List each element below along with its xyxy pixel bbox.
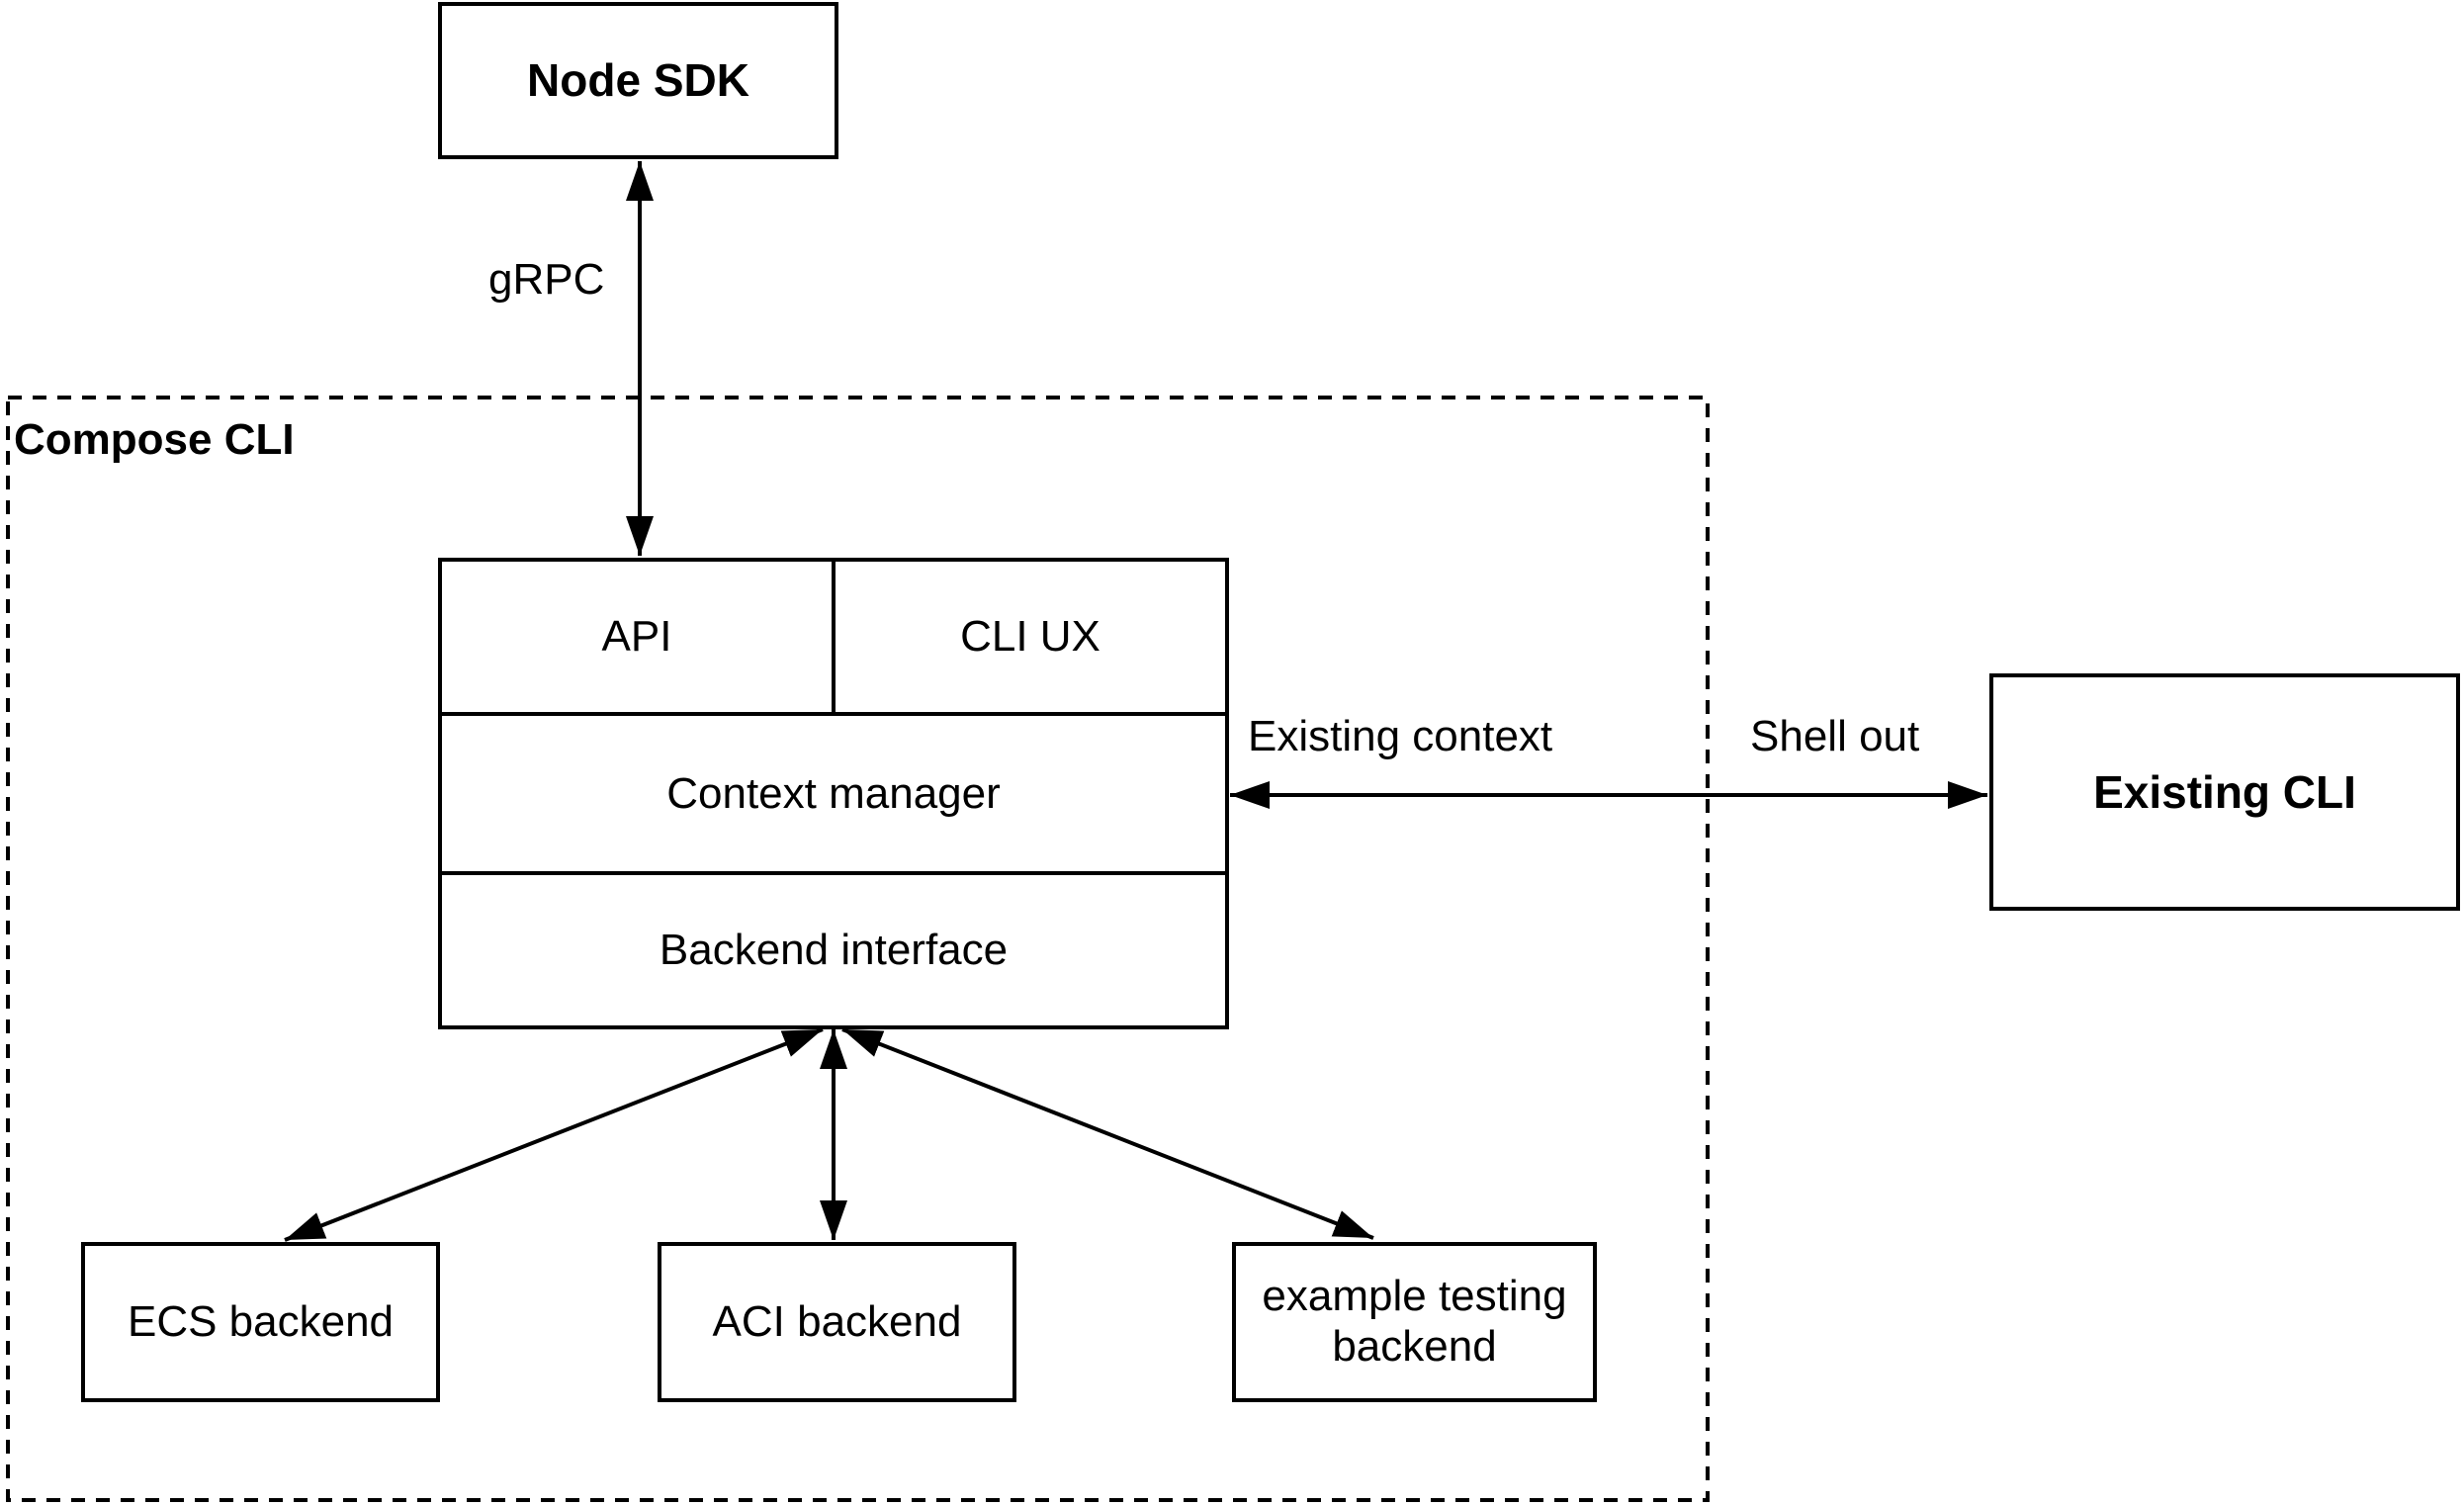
existing-cli-box: Existing CLI bbox=[1989, 673, 2460, 911]
context-manager-box: Context manager bbox=[442, 716, 1225, 875]
compose-cli-boundary bbox=[6, 396, 1710, 1502]
example-testing-connector bbox=[841, 1027, 1374, 1240]
example-testing-backend-label: example testing backend bbox=[1262, 1272, 1567, 1371]
shell-out-edge-label: Shell out bbox=[1750, 712, 1920, 760]
api-cliux-row: API CLI UX bbox=[442, 562, 1225, 716]
backend-interface-label: Backend interface bbox=[659, 926, 1009, 974]
api-label: API bbox=[601, 612, 672, 661]
ecs-backend-box: ECS backend bbox=[81, 1242, 440, 1402]
example-testing-backend-box: example testing backend bbox=[1232, 1242, 1597, 1402]
node-sdk-label: Node SDK bbox=[527, 54, 749, 107]
ecs-backend-label: ECS backend bbox=[127, 1296, 395, 1346]
aci-backend-box: ACI backend bbox=[658, 1242, 1016, 1402]
node-sdk-box: Node SDK bbox=[438, 2, 838, 159]
grpc-edge-label: gRPC bbox=[488, 255, 605, 304]
existing-context-edge-label: Existing context bbox=[1248, 712, 1553, 760]
cli-ux-label: CLI UX bbox=[960, 612, 1100, 661]
cli-ux-box: CLI UX bbox=[836, 562, 1225, 712]
api-box: API bbox=[442, 562, 836, 712]
compose-cli-group-label: Compose CLI bbox=[14, 415, 295, 464]
compose-core-stack: API CLI UX Context manager Backend inter… bbox=[438, 558, 1229, 1029]
existing-cli-label: Existing CLI bbox=[2093, 765, 2356, 818]
backend-interface-box: Backend interface bbox=[442, 875, 1225, 1025]
aci-backend-label: ACI backend bbox=[712, 1296, 962, 1346]
ecs-connector bbox=[284, 1027, 824, 1242]
context-manager-label: Context manager bbox=[666, 768, 1001, 818]
